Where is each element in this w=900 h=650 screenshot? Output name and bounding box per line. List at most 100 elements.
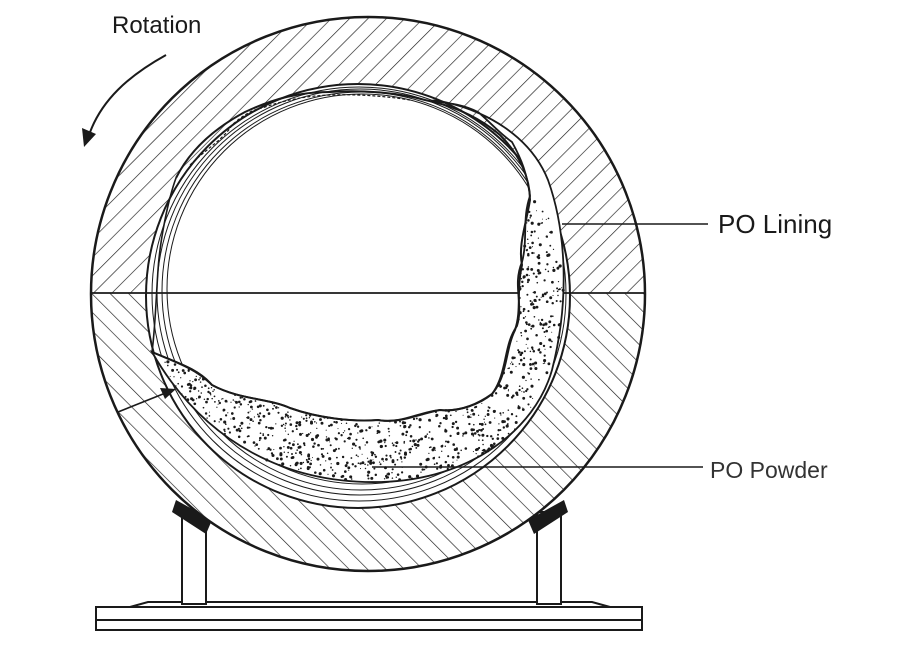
powder-speckle [291,430,294,433]
powder-speckle [482,448,486,452]
powder-speckle [543,330,546,334]
powder-speckle [423,468,426,471]
powder-speckle [256,413,259,416]
powder-speckle [305,434,309,437]
powder-speckle [520,335,523,337]
powder-speckle [401,432,405,436]
powder-speckle [198,378,200,381]
powder-speckle [193,402,197,406]
powder-speckle [538,319,540,321]
powder-speckle [348,469,350,471]
powder-speckle [526,238,529,241]
powder-speckle [253,416,255,418]
powder-speckle [545,251,548,254]
powder-speckle [204,384,207,388]
powder-speckle [345,422,348,425]
powder-speckle [540,318,544,322]
powder-speckle [420,437,424,441]
powder-speckle [545,300,549,304]
powder-speckle [408,475,412,479]
powder-speckle [523,244,527,248]
powder-speckle [539,322,543,326]
powder-speckle [529,362,532,366]
powder-speckle [445,440,447,443]
powder-speckle [433,463,436,466]
powder-speckle [525,321,527,323]
powder-speckle [539,341,543,346]
powder-speckle [266,408,269,412]
powder-speckle [477,414,480,416]
powder-speckle [195,375,197,378]
powder-speckle [287,433,290,436]
powder-speckle [300,453,303,456]
powder-speckle [194,378,198,382]
powder-speckle [533,230,536,233]
powder-speckle [240,421,244,425]
powder-speckle [391,442,394,444]
powder-speckle [337,447,340,450]
powder-speckle [271,427,275,430]
powder-speckle [327,473,329,475]
powder-speckle [341,455,345,459]
powder-speckle [446,440,450,444]
powder-speckle [547,362,551,366]
powder-speckle [355,438,358,441]
powder-speckle [312,418,315,421]
powder-speckle [508,367,510,369]
powder-speckle [507,409,510,411]
powder-speckle [452,443,456,446]
powder-speckle [521,391,523,393]
powder-speckle [287,411,289,413]
powder-speckle [540,222,542,225]
powder-speckle [399,420,401,423]
powder-speckle [232,399,235,401]
powder-speckle [289,415,292,418]
powder-speckle [542,344,546,348]
powder-speckle [232,417,236,420]
powder-speckle [552,290,555,292]
powder-speckle [383,438,387,442]
powder-speckle [205,401,207,403]
powder-speckle [279,463,281,466]
powder-speckle [444,429,448,433]
powder-speckle [394,451,397,453]
powder-speckle [291,453,293,455]
powder-speckle [181,369,185,372]
powder-speckle [409,424,412,427]
powder-speckle [487,406,490,408]
powder-speckle [212,390,214,393]
powder-speckle [210,386,213,389]
powder-speckle [447,455,450,458]
powder-speckle [246,416,250,419]
powder-speckle [187,369,190,372]
powder-speckle [522,407,524,409]
powder-speckle [246,426,250,429]
powder-speckle [531,324,535,328]
powder-speckle [527,278,530,282]
powder-speckle [408,448,411,451]
powder-speckle [385,474,388,478]
powder-speckle [329,444,332,447]
powder-speckle [412,417,416,421]
powder-speckle [230,418,232,420]
powder-speckle [218,401,222,405]
powder-speckle [262,414,266,418]
powder-speckle [385,458,388,461]
powder-speckle [298,420,302,424]
powder-speckle [216,406,218,408]
powder-speckle [384,441,386,444]
powder-speckle [530,384,534,388]
powder-speckle [381,457,384,461]
powder-speckle [527,242,529,245]
powder-speckle [538,378,540,381]
powder-speckle [307,454,311,458]
powder-speckle [525,379,527,382]
powder-speckle [320,453,324,456]
powder-speckle [534,361,538,365]
powder-speckle [541,210,544,213]
powder-speckle [376,429,380,433]
powder-speckle [494,417,496,419]
powder-speckle [296,443,299,446]
powder-speckle [529,367,533,370]
powder-speckle [517,406,521,410]
